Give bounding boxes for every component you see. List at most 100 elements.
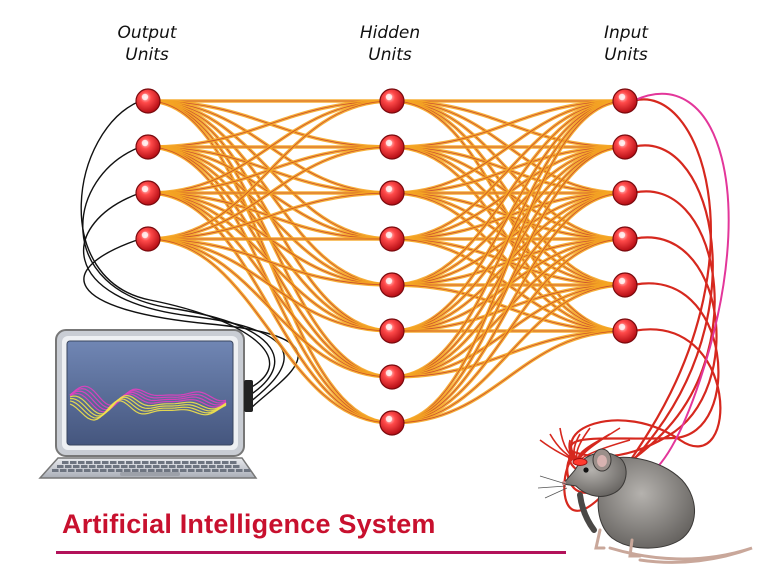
keyboard-key [105,465,112,468]
connection-core [391,100,626,332]
neuron-highlight [618,139,626,147]
hidden-neuron [379,180,405,206]
keyboard-key [78,461,85,464]
keyboard-key [70,461,77,464]
keyboard-key [92,469,99,472]
keyboard-key [60,469,67,472]
waveform-line [69,390,227,411]
connection-core [147,238,393,424]
keyboard-key [108,469,115,472]
keyboard-key [137,465,144,468]
keyboard-key [161,465,168,468]
laptop-cable [82,146,276,396]
title-underline [56,551,566,554]
hidden-neuron [379,134,405,160]
connection-core [147,238,393,332]
hidden-neuron [379,272,405,298]
output-neuron [135,180,161,206]
laptop-cable [83,238,299,410]
connection-core [147,238,393,286]
keyboard-key [110,461,117,464]
neuron-highlight [618,231,626,239]
keyboard-key [97,465,104,468]
neuron-highlight [385,415,393,423]
electrode-wire [570,328,722,463]
neuron-highlight [385,369,393,377]
hidden-neuron [379,226,405,252]
keyboard-key [180,469,187,472]
keyboard-key [148,469,155,472]
keyboard-key [121,465,128,468]
connection-core [391,238,626,424]
keyboard-key [220,469,227,472]
keyboard-key [156,469,163,472]
input-neuron [612,88,638,114]
keyboard-key [190,461,197,464]
hidden-neuron [379,88,405,114]
connection-core [391,100,626,286]
keyboard-key [65,465,72,468]
electrode-wire [569,236,718,463]
connection-core [147,238,393,378]
keyboard-key [150,461,157,464]
input-neuron [612,180,638,206]
keyboard-key [134,461,141,464]
mouse-animal-icon [537,448,753,564]
connection-core [147,100,393,148]
keyboard-key [100,469,107,472]
keyboard-key [217,465,224,468]
keyboard-key [73,465,80,468]
neuron-highlight [141,231,149,239]
keyboard-key [230,461,237,464]
neuron-highlight [385,185,393,193]
keyboard-key [177,465,184,468]
keyboard-key [198,461,205,464]
laptop-cable [82,192,285,403]
output-neuron [135,134,161,160]
connection-core [391,330,626,424]
hidden-neuron [379,410,405,436]
keyboard-key [52,469,59,472]
keyboard-key [164,469,171,472]
waveform-line [70,396,227,417]
keyboard-key [193,465,200,468]
keyboard-key [228,469,235,472]
connection-core [391,146,626,424]
keyboard-key [102,461,109,464]
keyboard-key [172,469,179,472]
keyboard-key [174,461,181,464]
keyboard-key [86,461,93,464]
keyboard-key [113,465,120,468]
neuron-highlight [618,93,626,101]
network-connections [147,99,626,425]
keyboard-key [140,469,147,472]
keyboard-key [132,469,139,472]
keyboard-key [214,461,221,464]
keyboard-key [118,461,125,464]
electrode-wire [566,144,714,494]
hidden-neuron [379,318,405,344]
laptop-icon [38,329,258,479]
neuron-highlight [385,323,393,331]
keyboard-key [236,469,243,472]
keyboard-key [142,461,149,464]
hidden-neuron [379,364,405,390]
neuron-highlight [141,93,149,101]
waveform-line [69,387,227,409]
electrode-wire [563,98,712,512]
keyboard-key [68,469,75,472]
keyboard-key [169,465,176,468]
keyboard-key [233,465,240,468]
keyboard-key [153,465,160,468]
keyboard-key [182,461,189,464]
neuron-highlight [385,277,393,285]
input-neuron [612,318,638,344]
input-neuron [612,134,638,160]
keyboard-key [129,465,136,468]
waveform-line [69,392,227,413]
laptop-cables [80,100,299,410]
keyboard-key [116,469,123,472]
